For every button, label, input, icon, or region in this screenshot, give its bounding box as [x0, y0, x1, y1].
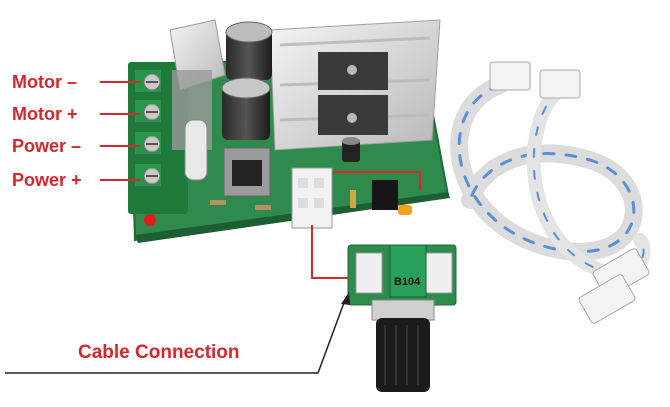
red-cable — [311, 225, 355, 279]
ic-chip — [372, 180, 398, 210]
label-leaders — [100, 81, 140, 181]
fuse — [184, 119, 208, 181]
potentiometer-marking: B104 — [394, 276, 421, 288]
cable-connectors — [489, 61, 650, 324]
label-cable-connection: Cable Connection — [78, 342, 240, 363]
label-power-minus: Power – — [12, 136, 82, 156]
large-heatsink — [269, 19, 441, 151]
label-power-plus: Power + — [12, 170, 82, 190]
label-motor-plus: Motor + — [12, 104, 78, 124]
ribbon-cable — [450, 76, 651, 281]
label-motor-minus: Motor – — [12, 72, 77, 92]
capacitors — [221, 21, 360, 162]
led — [144, 214, 156, 226]
potentiometer-board — [347, 244, 457, 392]
callout-arrow — [5, 292, 350, 374]
regulator — [223, 147, 271, 197]
potentiometer-knob — [376, 318, 430, 392]
